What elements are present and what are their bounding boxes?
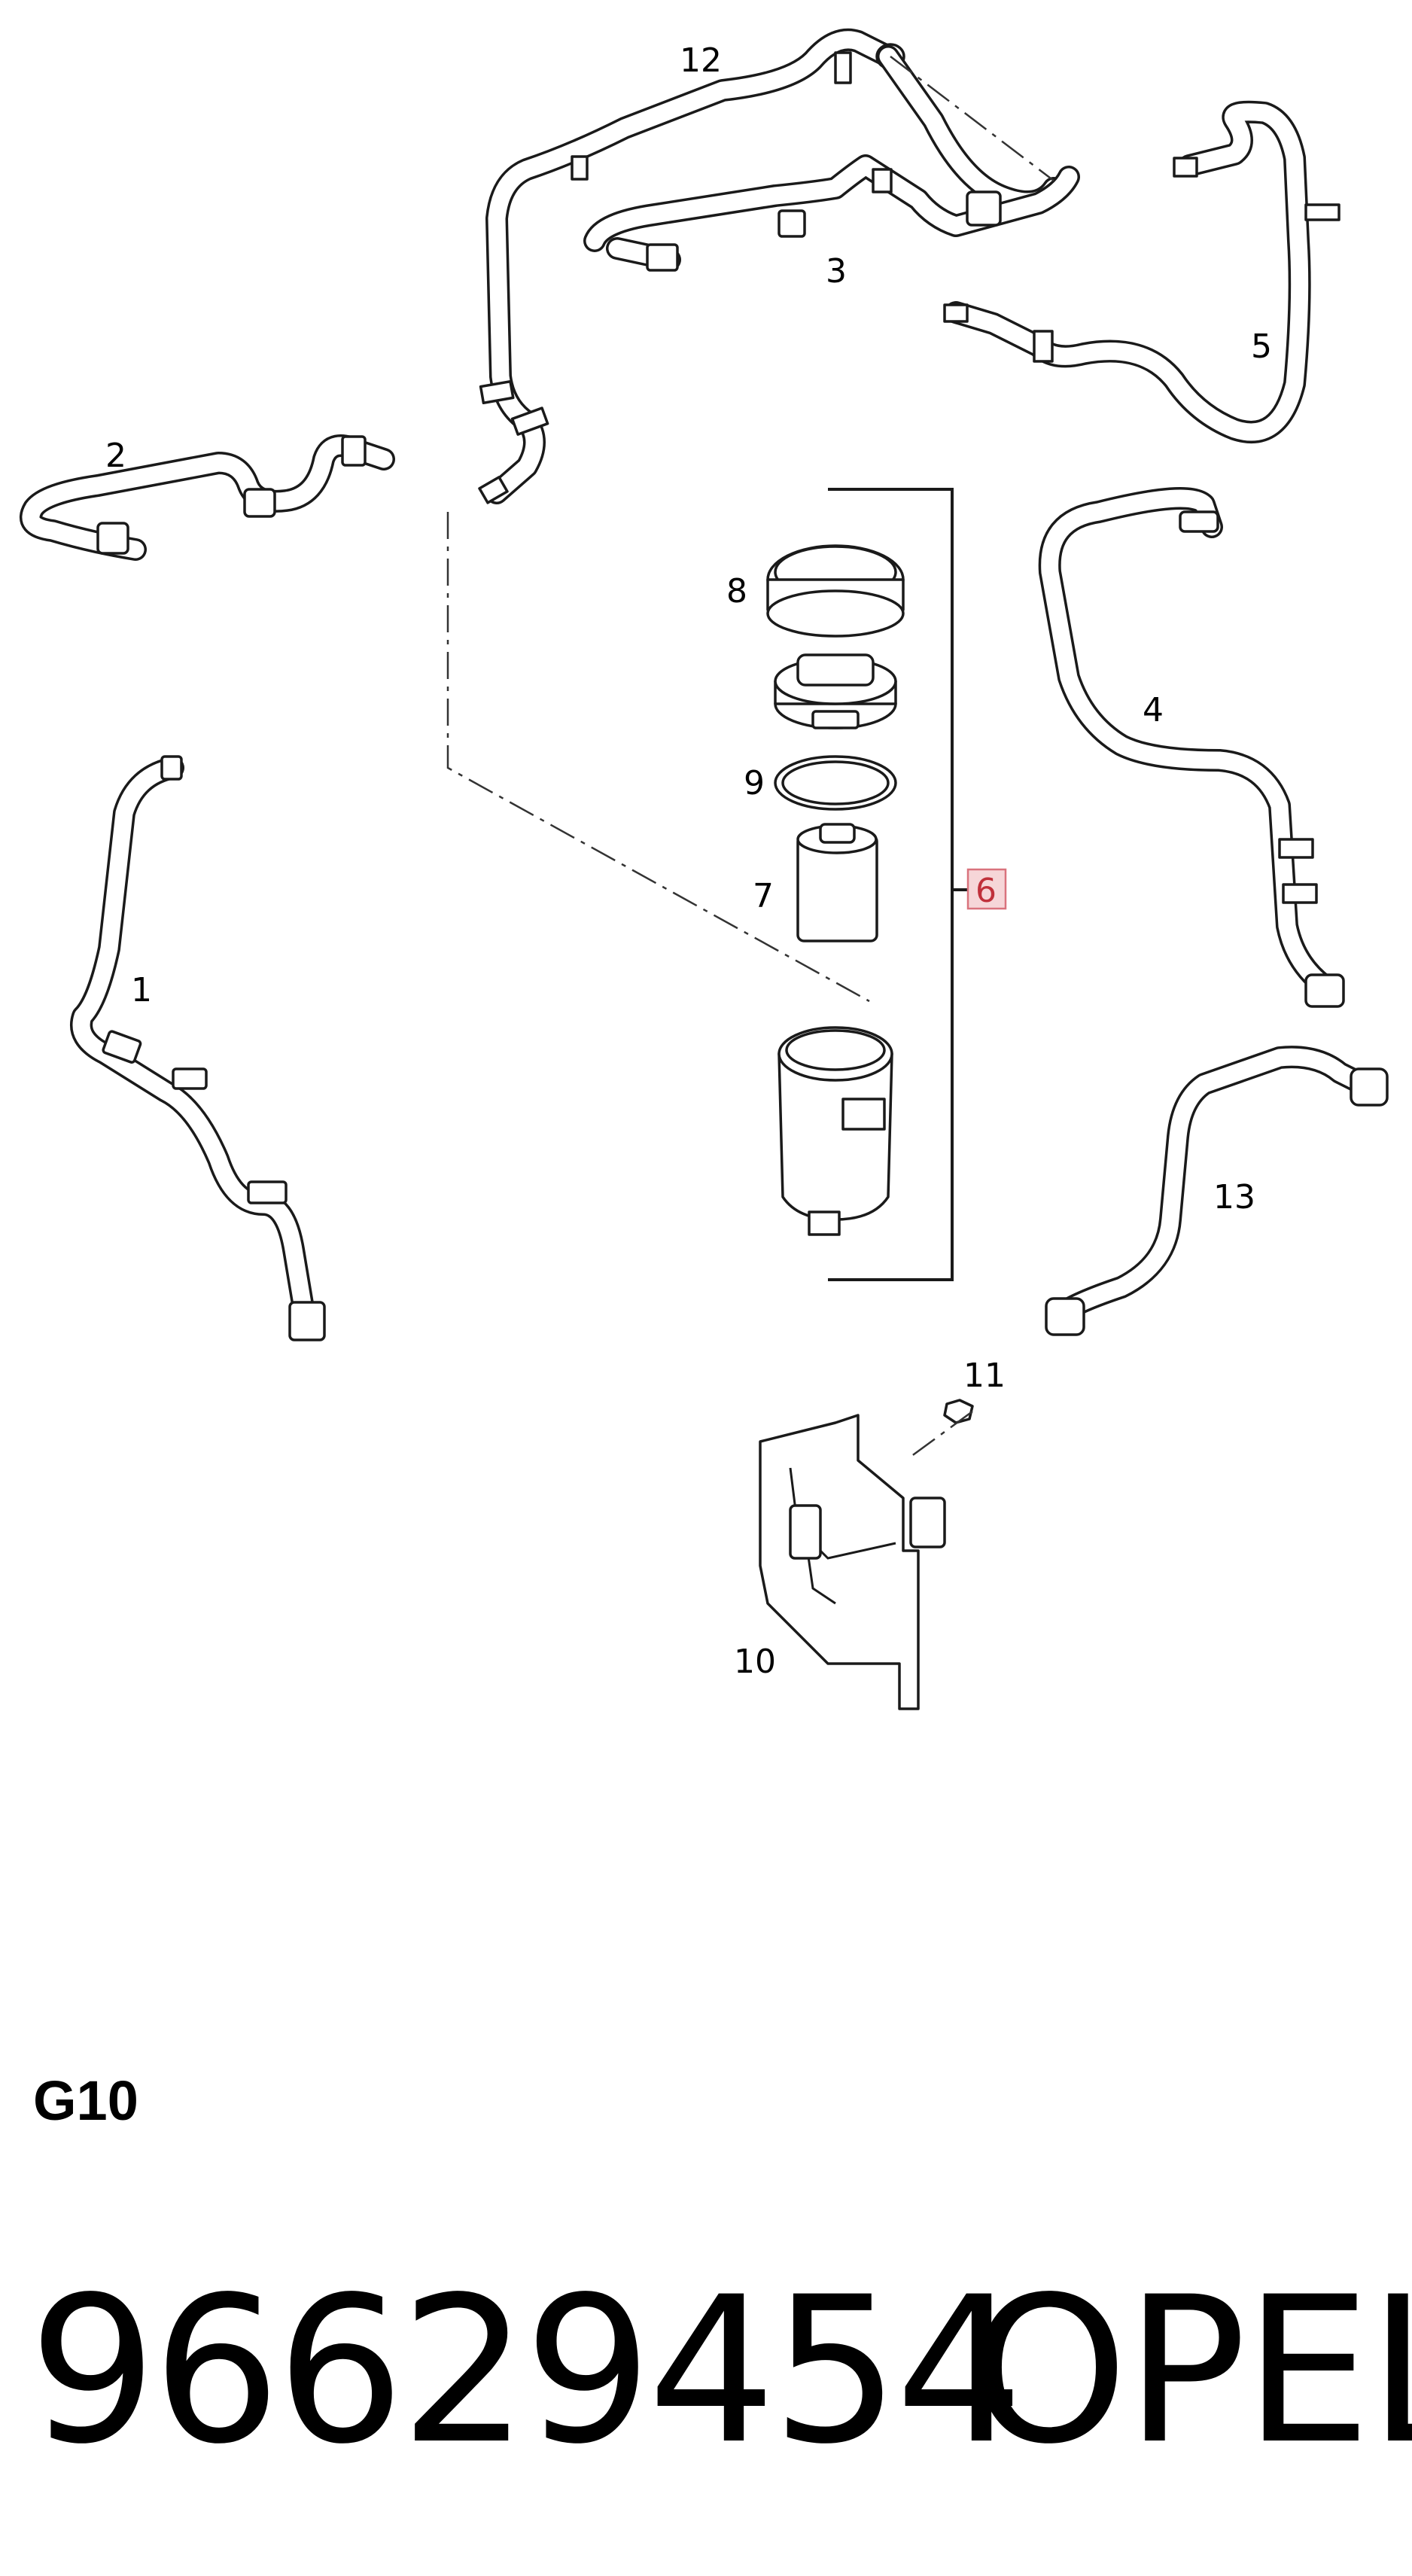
callout-12: 12 (680, 41, 722, 80)
callout-1: 1 (131, 971, 152, 1009)
callout-10: 10 (734, 1643, 776, 1681)
callout-6-highlight (966, 868, 1007, 910)
callout-labels: 1 2 3 4 5 6 7 8 9 10 11 12 13 (105, 41, 1272, 1681)
hose-4[interactable] (1038, 487, 1345, 1008)
part-11-bolt[interactable] (943, 1399, 974, 1424)
hose-13[interactable] (1045, 1046, 1389, 1336)
hose-1[interactable] (70, 755, 326, 1341)
part-9-o-ring[interactable] (774, 755, 897, 811)
brand-name: OPEL (969, 2254, 1412, 2489)
callout-8: 8 (726, 572, 747, 611)
exploded-parts-diagram: 1 2 3 4 5 6 7 8 9 10 11 12 13 (20, 28, 1389, 1710)
hose-5[interactable] (943, 100, 1340, 443)
part-number: 96629454 (29, 2254, 1024, 2489)
callout-7: 7 (753, 877, 774, 915)
part-info-line: 96629454 OPEL (29, 2258, 1412, 2484)
part-7-filter-element[interactable] (796, 823, 878, 942)
callout-3: 3 (826, 252, 847, 291)
callout-4: 4 (1143, 691, 1164, 729)
hose-2[interactable] (20, 434, 395, 561)
group-code: G10 (33, 2069, 138, 2132)
callout-13: 13 (1213, 1178, 1255, 1216)
leader-lines (446, 56, 1054, 1458)
filter-head[interactable] (774, 653, 897, 729)
callout-6: 6 (975, 872, 997, 910)
callout-5: 5 (1251, 327, 1272, 366)
part-8-ring[interactable] (766, 544, 905, 638)
callout-2: 2 (105, 437, 126, 475)
filter-housing[interactable] (778, 1026, 893, 1236)
assembly-bracket-6 (828, 488, 967, 1281)
hose-3[interactable] (583, 154, 1080, 272)
part-10-bracket[interactable] (759, 1414, 946, 1710)
hose-12[interactable] (478, 28, 1065, 504)
callout-9: 9 (744, 764, 765, 802)
callout-11: 11 (963, 1357, 1006, 1395)
